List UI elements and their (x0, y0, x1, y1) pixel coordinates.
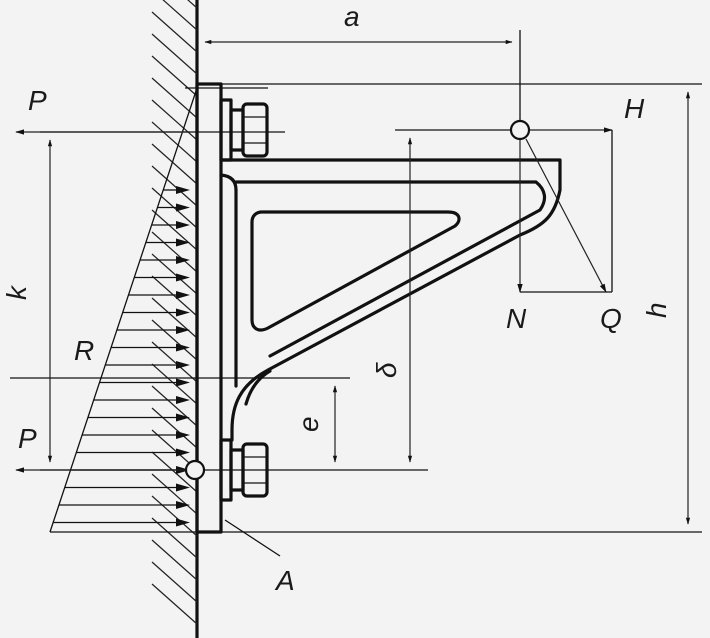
pressure-arrowhead (176, 291, 190, 299)
wall-hatch-line (151, 143, 198, 185)
wall-hatch-line (151, 473, 198, 515)
pressure-diagram (49, 87, 198, 533)
pressure-arrowhead (176, 448, 190, 457)
label-r: R (74, 335, 94, 366)
pressure-arrowhead (176, 343, 190, 352)
force-q-arrow (525, 138, 607, 293)
pressure-arrowhead (176, 203, 190, 212)
wall-hatch-line (151, 583, 198, 625)
dimension-a (204, 30, 521, 120)
pressure-arrowhead (176, 378, 190, 387)
pressure-arrowhead (176, 431, 190, 439)
label-p-bottom: P (18, 423, 37, 454)
pressure-arrowhead (176, 413, 190, 422)
wall-hatch-line (151, 11, 198, 53)
wall-hatch-line (151, 539, 198, 581)
wall-hatch-line (151, 561, 198, 603)
load-point (395, 119, 613, 293)
wall-hatch-line (151, 253, 198, 295)
label-q: Q (600, 303, 622, 334)
pressure-arrowhead (176, 483, 190, 492)
wall-hatch-line (151, 275, 198, 317)
wall-hatch-line (151, 451, 198, 493)
label-p-top: P (28, 85, 47, 116)
wall-hatch-line (151, 407, 198, 449)
wall-hatch-line (151, 495, 198, 537)
wall-hatch-line (151, 363, 198, 405)
bracket-cutout (250, 210, 461, 332)
label-n: N (506, 303, 527, 334)
label-k: k (1, 284, 32, 300)
pressure-arrowhead (176, 361, 190, 369)
pressure-arrowhead (176, 186, 190, 194)
pressure-arrows (176, 186, 190, 527)
wall (151, 0, 199, 638)
wall-hatch-line (151, 297, 198, 339)
pressure-arrowhead (176, 326, 190, 334)
pressure-arrowhead (176, 308, 190, 317)
label-h-force: H (624, 93, 645, 124)
pressure-hatch-lines (53, 189, 176, 524)
label-e: e (293, 416, 324, 432)
pressure-arrowhead (176, 396, 190, 404)
wall-hatch-line (151, 319, 198, 361)
wall-hatch-line (151, 77, 198, 119)
label-a: a (344, 1, 360, 32)
top-bolt (219, 98, 269, 162)
label-h-dim: h (641, 302, 672, 318)
pressure-arrowhead (176, 238, 190, 247)
pressure-arrowhead (176, 256, 190, 264)
label-delta: δ (371, 362, 402, 378)
label-a-point: A (274, 565, 295, 596)
wall-hatch-line (151, 165, 198, 207)
wall-hatch-line (151, 99, 198, 141)
wall-plate (195, 82, 223, 534)
wall-hatch-line (151, 341, 198, 383)
wall-hatch-line (151, 33, 198, 75)
wall-hatch-line (187, 0, 198, 9)
dimension-h (221, 83, 702, 533)
hinge-a (184, 459, 206, 481)
bracket-body (219, 158, 562, 442)
wall-hatch-line (162, 0, 198, 31)
wall-hatch-line (151, 231, 198, 273)
pressure-arrowhead (176, 501, 190, 509)
center-lines (10, 87, 428, 557)
wall-hatch-line (151, 55, 198, 97)
pressure-arrowhead (176, 518, 190, 527)
pressure-arrowhead (176, 273, 190, 282)
wall-hatch-line (151, 385, 198, 427)
wall-hatch-line (151, 517, 198, 559)
wall-hatch-line (151, 209, 198, 251)
pressure-arrowhead (176, 221, 190, 229)
wall-hatch-line (151, 121, 198, 163)
